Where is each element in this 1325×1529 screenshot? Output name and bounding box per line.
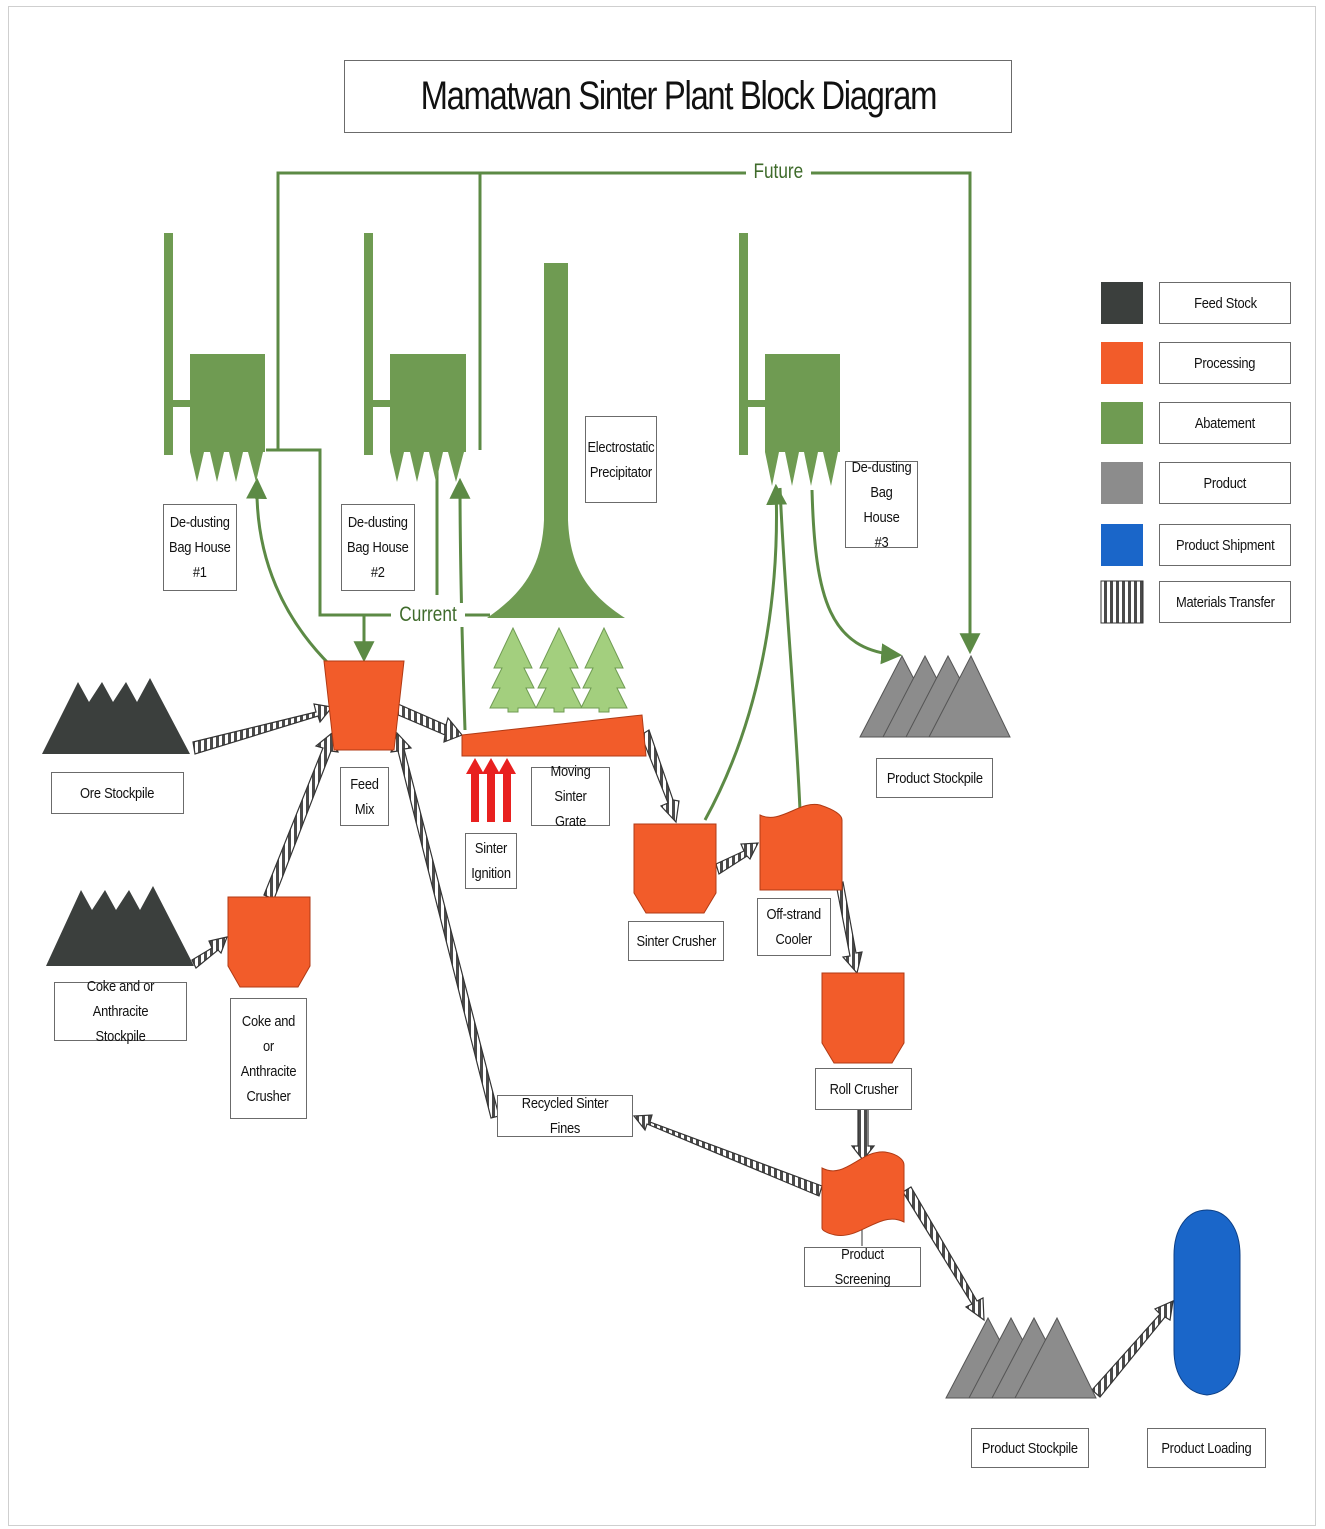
ignition-arrows [466,758,516,822]
recycled-sinter-fines-label: Recycled Sinter Fines [497,1095,633,1137]
feed-mix-hopper [323,660,405,751]
product-screening-label: Product Screening [804,1246,921,1288]
legend-feed-stock: Feed Stock [1159,282,1291,324]
bag-house-2-shape [364,233,466,482]
materials-transfer-swatch [1100,580,1144,624]
processing-swatch [1101,342,1143,384]
roll-crusher-label: Roll Crusher [815,1068,912,1110]
future-label: Future [746,160,811,184]
bag-house-1-shape [164,233,265,482]
legend-product-shipment: Product Shipment [1159,524,1291,566]
dust-return-lines [246,477,903,821]
precipitator-stack [487,263,625,618]
sinter-crusher-shape [633,823,717,914]
future-duct-lines [276,171,981,655]
feed-mix-label: Feed Mix [340,767,389,826]
legend-product: Product [1159,462,1291,504]
moving-sinter-grate-shape [461,714,647,757]
off-strand-cooler-label: Off-strand Cooler [757,898,831,956]
sinter-ignition-label: Sinter Ignition [465,833,517,889]
current-duct-lines [266,448,490,663]
bag-house-1-label: De-dusting Bag House #1 [163,504,237,591]
sinter-crusher-label: Sinter Crusher [628,921,724,961]
bag-house-3-shape [739,233,840,486]
coke-stockpile-label: Coke and or Anthracite Stockpile [54,978,187,1045]
material-transfer-arrows [191,703,1174,1398]
product-stockpile-top-label: Product Stockpile [876,758,993,798]
product-swatch [1101,462,1143,504]
product-stockpile-bottom-label: Product Stockpile [971,1428,1089,1468]
product-stockpile-top-shape [859,654,1011,738]
coke-crusher-label: Coke and or Anthracite Crusher [230,998,307,1119]
electrostatic-precipitator-label: Electrostatic Precipitator [585,416,657,503]
diagram-frame [8,6,1316,1526]
legend-abatement: Abatement [1159,402,1291,444]
coke-crusher-shape [227,896,311,988]
legend-materials-transfer: Materials Transfer [1159,581,1291,623]
product-shipment-swatch [1101,524,1143,566]
diagram-title: Mamatwan Sinter Plant Block Diagram [344,60,1012,133]
product-stockpile-bottom-shape [945,1316,1097,1399]
product-screening-shape [821,1151,905,1237]
off-strand-cooler-shape [759,803,843,891]
bag-house-2-label: De-dusting Bag House #2 [341,504,415,591]
ore-stockpile-shape [42,678,190,754]
product-loading-shape [1173,1209,1241,1396]
fume-arrows [489,626,628,713]
legend-processing: Processing [1159,342,1291,384]
coke-stockpile-shape [46,886,194,966]
feed-stock-swatch [1101,282,1143,324]
current-label: Current [391,603,466,627]
roll-crusher-shape [821,972,905,1064]
ore-stockpile-label: Ore Stockpile [51,772,184,814]
bag-house-3-label: De-dusting Bag House #3 [845,459,918,551]
abatement-swatch [1101,402,1143,444]
product-loading-label: Product Loading [1147,1428,1266,1468]
moving-sinter-grate-label: Moving Sinter Grate [531,763,610,830]
